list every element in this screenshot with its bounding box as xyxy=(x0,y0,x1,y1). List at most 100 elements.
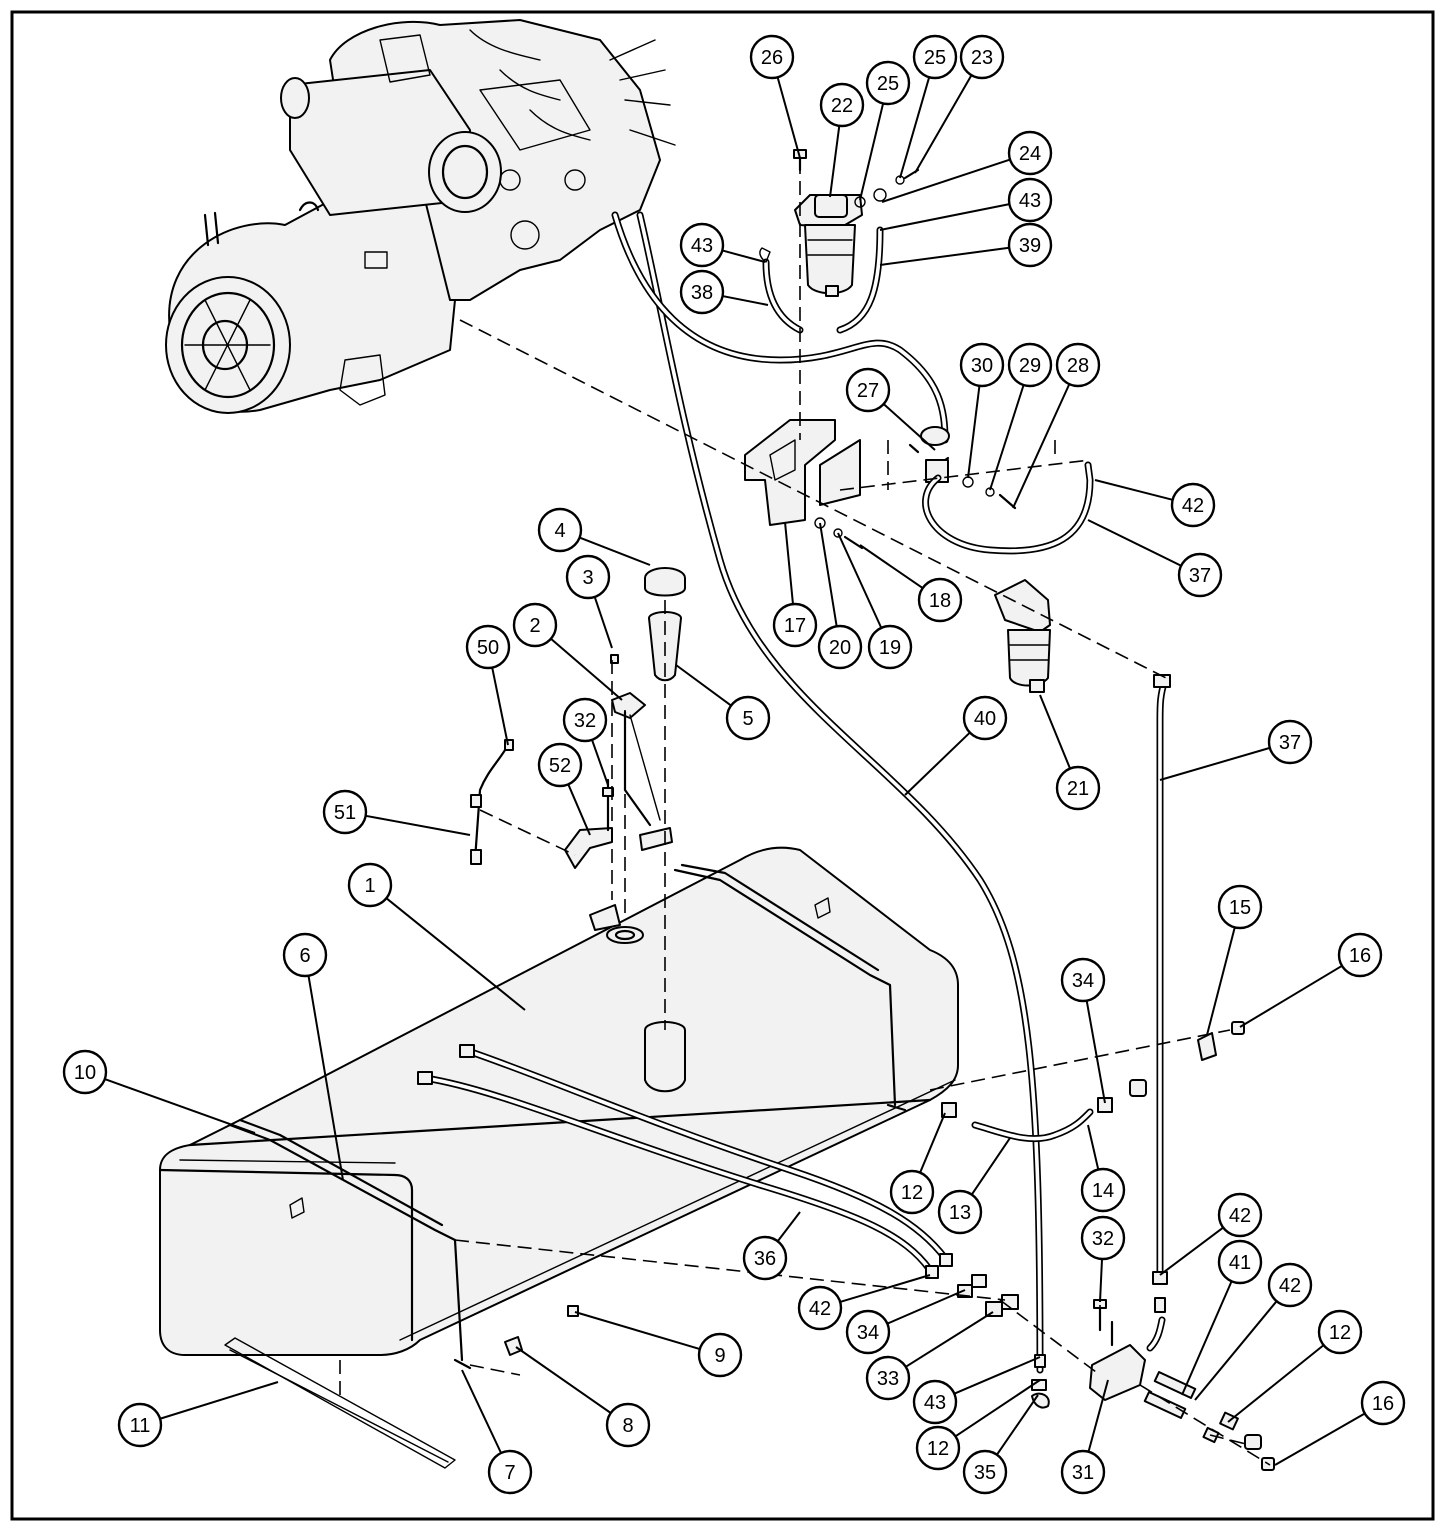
callout-circle xyxy=(845,1309,891,1355)
callout-number: 42 xyxy=(1182,495,1204,517)
callout-circle xyxy=(1080,1167,1126,1213)
callout-number: 51 xyxy=(334,802,356,824)
callout-23: 23 xyxy=(914,34,1005,174)
callout-25: 25 xyxy=(899,34,958,179)
callout-16: 16 xyxy=(1239,932,1383,1028)
callout-circle xyxy=(697,1332,743,1378)
callout-number: 19 xyxy=(879,637,901,659)
callout-number: 32 xyxy=(1092,1228,1114,1250)
callout-7: 7 xyxy=(461,1369,533,1495)
callout-43: 43 xyxy=(912,1356,1041,1425)
callout-43: 43 xyxy=(679,222,766,268)
callout-50: 50 xyxy=(465,624,511,746)
callout-circle xyxy=(742,1235,788,1281)
callout-number: 42 xyxy=(1229,1205,1251,1227)
callout-circle xyxy=(912,1379,958,1425)
hoses-36 xyxy=(417,1044,953,1279)
callout-circle xyxy=(797,1285,843,1331)
fittings-upper-right xyxy=(941,1021,1245,1118)
leader-line xyxy=(1087,519,1182,567)
callout-number: 43 xyxy=(691,235,713,257)
callout-number: 37 xyxy=(1279,732,1301,754)
callout-2: 2 xyxy=(512,602,623,701)
leader-line xyxy=(882,403,936,451)
callout-32: 32 xyxy=(1080,1215,1126,1303)
fuel-filter-22 xyxy=(759,149,920,297)
callout-number: 37 xyxy=(1189,565,1211,587)
callout-42: 42 xyxy=(797,1274,931,1331)
hardware-28-30 xyxy=(814,476,1017,550)
leader-line xyxy=(579,536,651,566)
callout-circle xyxy=(867,624,913,670)
drawing-frame xyxy=(10,10,1435,1521)
fuel-cap-4 xyxy=(644,567,686,597)
callout-40: 40 xyxy=(904,695,1008,796)
leader-line xyxy=(574,1311,701,1350)
leader-line xyxy=(914,74,973,174)
leader-line xyxy=(1099,1258,1104,1303)
assembly-centerlines xyxy=(339,160,1271,1466)
callout-circle xyxy=(1360,1380,1406,1426)
callout-42: 42 xyxy=(1094,479,1216,528)
leader-line xyxy=(1159,1226,1224,1276)
callout-31: 31 xyxy=(1060,1379,1109,1495)
callout-number: 23 xyxy=(971,47,993,69)
leader-line xyxy=(859,103,885,201)
leader-line xyxy=(829,125,841,198)
callout-30: 30 xyxy=(959,342,1005,479)
leader-line xyxy=(1239,964,1343,1028)
leader-line xyxy=(1012,383,1071,509)
callout-circle xyxy=(487,1449,533,1495)
callout-number: 34 xyxy=(857,1322,879,1344)
callout-circle xyxy=(537,742,583,788)
callout-5: 5 xyxy=(675,664,771,741)
callout-16: 16 xyxy=(1274,1380,1406,1466)
callout-43: 43 xyxy=(879,177,1053,231)
callout-28: 28 xyxy=(1012,342,1101,509)
leader-line xyxy=(886,1289,966,1325)
callout-52: 52 xyxy=(537,742,591,836)
leader-line xyxy=(989,384,1025,491)
leader-line xyxy=(839,1274,931,1303)
callout-17: 17 xyxy=(772,521,818,648)
callout-9: 9 xyxy=(574,1311,743,1378)
leader-line xyxy=(1039,694,1071,769)
leader-line xyxy=(819,522,838,627)
leader-line xyxy=(385,897,526,1011)
leader-line xyxy=(491,667,509,746)
callout-circle xyxy=(565,554,611,600)
callout-circle xyxy=(1177,552,1223,598)
callout-number: 30 xyxy=(971,355,993,377)
callout-number: 10 xyxy=(74,1062,96,1084)
callout-circle xyxy=(1055,342,1101,388)
callout-39: 39 xyxy=(879,222,1053,268)
leader-line xyxy=(722,249,766,263)
callout-number: 50 xyxy=(477,637,499,659)
callout-circle xyxy=(772,602,818,648)
callout-number: 3 xyxy=(582,567,593,589)
callout-22: 22 xyxy=(819,82,865,198)
callout-circle xyxy=(679,222,725,268)
hose-37-vertical xyxy=(1152,674,1171,1313)
fuel-pump-27 xyxy=(908,426,950,483)
callout-circle xyxy=(959,342,1005,388)
callout-number: 43 xyxy=(924,1392,946,1414)
callout-circle xyxy=(819,82,865,128)
callout-number: 42 xyxy=(809,1298,831,1320)
callout-21: 21 xyxy=(1039,694,1101,811)
leader-line xyxy=(675,664,732,707)
leader-line xyxy=(365,814,471,836)
callout-circle xyxy=(1317,1309,1363,1355)
callout-number: 1 xyxy=(364,875,375,897)
callout-circle xyxy=(1267,719,1313,765)
callout-29: 29 xyxy=(989,342,1053,491)
engine-generator-assembly xyxy=(165,19,676,414)
leader-line xyxy=(919,1112,946,1174)
callout-circle xyxy=(725,695,771,741)
callout-number: 14 xyxy=(1092,1180,1114,1202)
callout-circle xyxy=(1060,957,1106,1003)
callout-number: 35 xyxy=(974,1462,996,1484)
sending-unit-2 xyxy=(610,654,673,851)
